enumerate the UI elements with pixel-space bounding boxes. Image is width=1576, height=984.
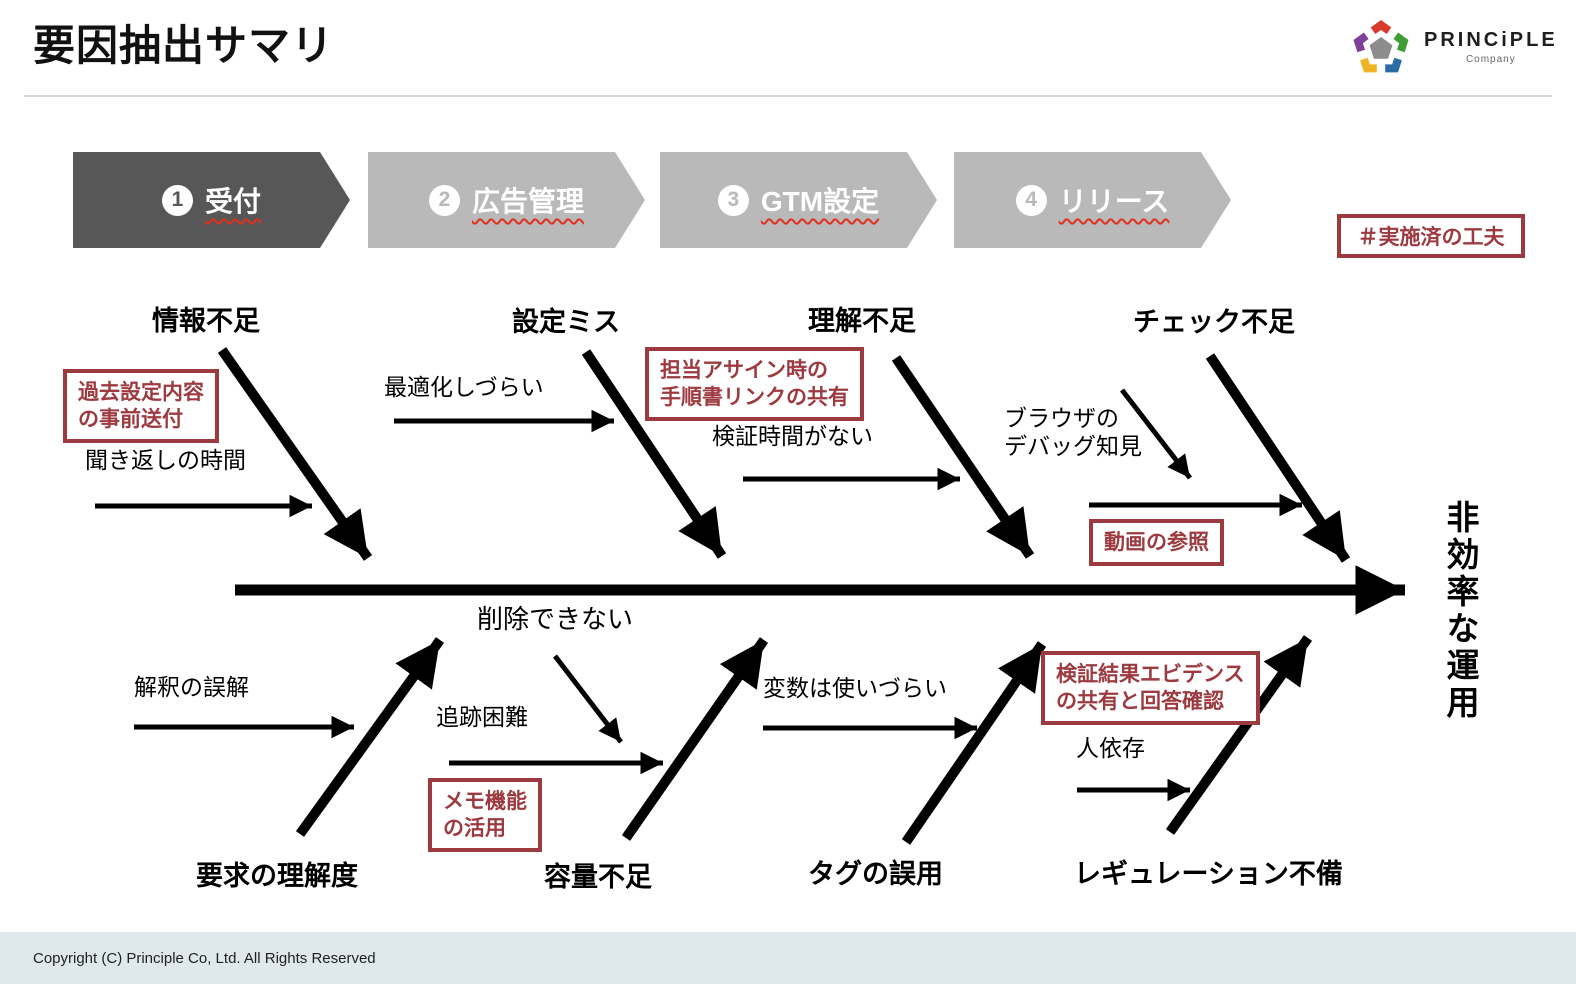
category-lack-of-understanding: 理解不足 <box>808 306 916 336</box>
step-number-badge: 1 <box>162 185 193 216</box>
step-label: 受付 <box>204 186 261 217</box>
cause-person-dependent: 人依存 <box>1076 735 1145 761</box>
cause-rehearing-time: 聞き返しの時間 <box>85 447 246 473</box>
logo-subtitle-text: Company <box>1465 54 1516 65</box>
step-number-badge: 4 <box>1016 185 1047 216</box>
bone-top-lack-of-check <box>1205 353 1351 563</box>
category-capacity-shortage: 容量不足 <box>544 862 652 892</box>
step-chevron-ad-management: 2 広告管理 <box>368 152 645 248</box>
cause-cannot-delete: 削除できない <box>477 604 634 634</box>
pentagon-logo-icon <box>1353 20 1409 73</box>
copyright-text: Copyright (C) Principle Co, Ltd. All Rig… <box>33 949 376 967</box>
cause-tracking-difficulty: 追跡困難 <box>436 704 528 730</box>
page-title: 要因抽出サマリ <box>33 22 335 69</box>
step-chevron-reception: 1 受付 <box>73 152 350 248</box>
cause-arrow-cannot-delete <box>553 654 623 744</box>
cause-no-verification-time: 検証時間がない <box>712 423 873 449</box>
step-number-badge: 2 <box>429 185 460 216</box>
logo-brand-text: PRINCiPLE <box>1424 29 1558 51</box>
cause-misinterpretation: 解釈の誤解 <box>134 674 249 700</box>
footer-band: Copyright (C) Principle Co, Ltd. All Rig… <box>0 932 1576 984</box>
measure-advance-sending-past-settings: 過去設定内容 の事前送付 <box>63 369 219 443</box>
step-label: 広告管理 <box>471 186 584 217</box>
measure-manual-link-sharing: 担当アサイン時の 手順書リンクの共有 <box>645 347 864 421</box>
category-requirement-understanding: 要求の理解度 <box>196 861 358 891</box>
bone-bottom-requirement-understanding <box>295 637 445 837</box>
cause-variables-hard-to-use: 変数は使いづらい <box>763 675 947 701</box>
category-information-shortage: 情報不足 <box>152 306 260 336</box>
company-logo: PRINCiPLE Company <box>1350 16 1558 78</box>
measure-video-reference: 動画の参照 <box>1089 519 1224 566</box>
effect-label-inefficient-operation: 非効率な運用 <box>1442 500 1479 722</box>
measure-memo-function: メモ機能 の活用 <box>428 778 542 852</box>
category-regulation-deficiency: レギュレーション不備 <box>1074 859 1343 889</box>
category-setting-mistake: 設定ミス <box>512 307 620 337</box>
cause-browser-debug-knowledge: ブラウザの デバッグ知見 <box>1004 405 1142 459</box>
category-tag-misuse: タグの誤用 <box>808 859 943 889</box>
legend-implemented-measures: ＃実施済の工夫 <box>1337 214 1525 258</box>
cause-hard-to-optimize: 最適化しづらい <box>384 374 544 400</box>
bone-bottom-capacity-shortage <box>621 637 769 841</box>
step-label: リリース <box>1058 186 1170 217</box>
step-number-badge: 3 <box>718 185 749 216</box>
measure-evidence-sharing: 検証結果エビデンス の共有と回答確認 <box>1041 651 1260 725</box>
step-chevron-gtm-setting: 3 GTM設定 <box>660 152 937 248</box>
step-chevron-release: 4 リリース <box>954 152 1231 248</box>
title-divider <box>24 95 1552 97</box>
category-lack-of-check: チェック不足 <box>1133 307 1295 337</box>
step-label: GTM設定 <box>760 186 880 217</box>
